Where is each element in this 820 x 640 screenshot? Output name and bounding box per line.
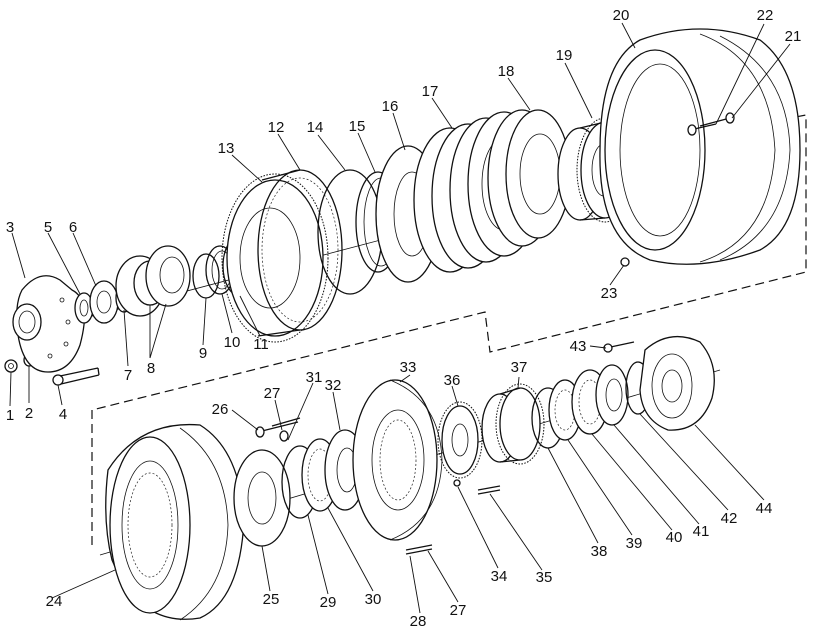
callout-40: 40 bbox=[666, 529, 683, 546]
part-8-bearing bbox=[115, 245, 191, 317]
callout-16: 16 bbox=[382, 98, 399, 115]
part-35-pin bbox=[477, 485, 501, 495]
callout-25: 25 bbox=[263, 591, 280, 608]
callout-42: 42 bbox=[721, 510, 738, 527]
callout-labels: 1 2 4 3 5 6 7 8 9 10 11 13 12 14 15 16 1… bbox=[6, 7, 802, 630]
callout-29: 29 bbox=[320, 594, 337, 611]
callout-19: 19 bbox=[556, 47, 573, 64]
callout-8: 8 bbox=[147, 360, 155, 377]
part-12-13-ring-gear bbox=[221, 169, 343, 343]
callout-23: 23 bbox=[601, 285, 618, 302]
callout-15: 15 bbox=[349, 118, 366, 135]
callout-3: 3 bbox=[6, 219, 14, 236]
callout-35: 35 bbox=[536, 569, 553, 586]
callout-4: 4 bbox=[59, 406, 67, 423]
callout-39: 39 bbox=[626, 535, 643, 552]
part-43-bolt bbox=[603, 341, 635, 353]
callout-41: 41 bbox=[693, 523, 710, 540]
callout-34: 34 bbox=[491, 568, 508, 585]
callout-20: 20 bbox=[613, 7, 630, 24]
callout-31: 31 bbox=[306, 369, 323, 386]
callout-26: 26 bbox=[212, 401, 229, 418]
leader-lines bbox=[9, 22, 791, 614]
callout-21: 21 bbox=[785, 28, 802, 45]
part-23-plug bbox=[620, 257, 630, 267]
callout-36: 36 bbox=[444, 372, 461, 389]
callout-17: 17 bbox=[422, 83, 439, 100]
callout-5: 5 bbox=[44, 219, 52, 236]
part-18-clutch-plates bbox=[487, 109, 571, 247]
callout-1: 1 bbox=[6, 407, 14, 424]
callout-27-lower: 27 bbox=[450, 602, 467, 619]
callout-2: 2 bbox=[25, 405, 33, 422]
part-20-housing bbox=[599, 28, 801, 265]
callout-13: 13 bbox=[218, 140, 235, 157]
part-3-flange-hub bbox=[12, 275, 86, 373]
part-6-washer bbox=[89, 280, 119, 324]
callout-43: 43 bbox=[570, 338, 587, 355]
callout-37: 37 bbox=[511, 359, 528, 376]
part-44-flange-cover bbox=[639, 335, 715, 431]
callout-32: 32 bbox=[325, 377, 342, 394]
callout-6: 6 bbox=[69, 219, 77, 236]
callout-7: 7 bbox=[124, 367, 132, 384]
callout-12: 12 bbox=[268, 119, 285, 136]
part-27-bolt bbox=[271, 417, 301, 442]
part-4-bolt bbox=[52, 367, 100, 386]
callout-11: 11 bbox=[253, 336, 269, 353]
callout-22: 22 bbox=[757, 7, 774, 24]
callout-44: 44 bbox=[756, 500, 773, 517]
part-28-pin bbox=[405, 544, 433, 555]
callout-18: 18 bbox=[498, 63, 515, 80]
callout-10: 10 bbox=[224, 334, 241, 351]
part-33-turbine bbox=[352, 379, 443, 541]
part-21-bolt bbox=[699, 112, 735, 127]
part-37-gear bbox=[481, 383, 545, 465]
callout-38: 38 bbox=[591, 543, 608, 560]
part-22-bolt bbox=[687, 123, 717, 136]
part-25-hub bbox=[233, 449, 291, 547]
callout-27-upper: 27 bbox=[264, 385, 281, 402]
callout-33: 33 bbox=[400, 359, 417, 376]
lower-assembly bbox=[99, 335, 721, 621]
upper-assembly bbox=[4, 28, 801, 386]
callout-30: 30 bbox=[365, 591, 382, 608]
callout-14: 14 bbox=[307, 119, 324, 136]
callout-24: 24 bbox=[46, 593, 63, 610]
part-41-seal bbox=[595, 364, 629, 426]
part-14-snap-ring bbox=[317, 169, 383, 295]
callout-9: 9 bbox=[199, 345, 207, 362]
part-36-spline-hub bbox=[437, 401, 483, 479]
part-1-nut bbox=[4, 359, 18, 373]
callout-28: 28 bbox=[410, 613, 427, 630]
section-divider bbox=[91, 114, 807, 545]
part-34-plug bbox=[453, 479, 461, 487]
part-24-drum bbox=[105, 423, 245, 621]
